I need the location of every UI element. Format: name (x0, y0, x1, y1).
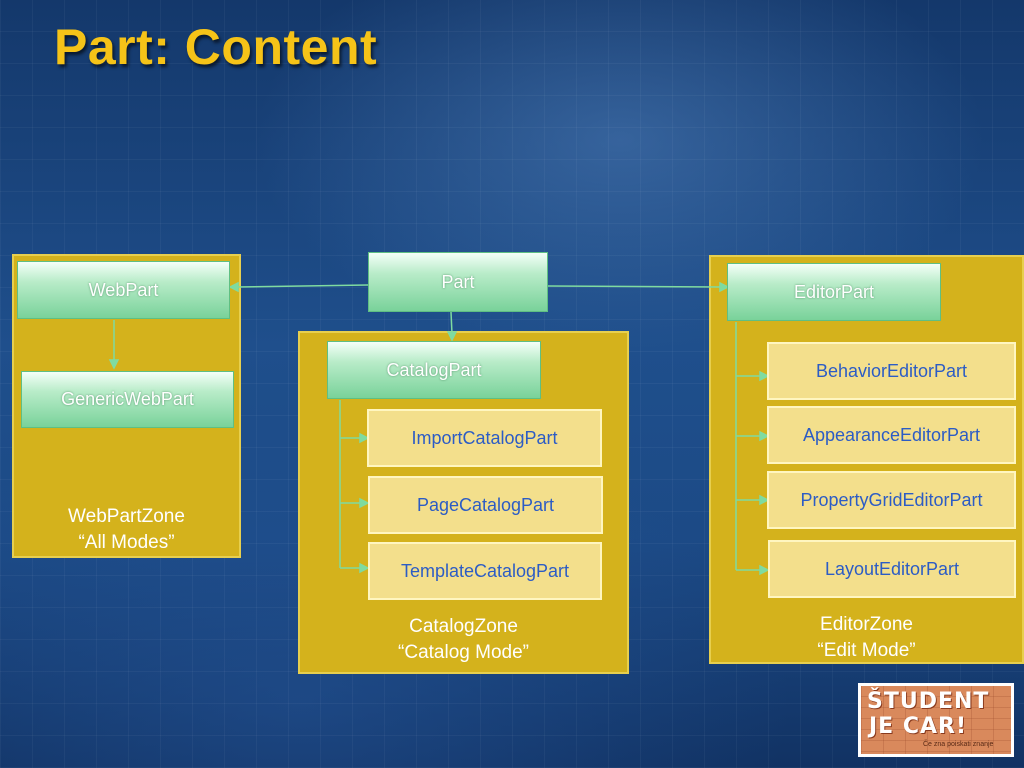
arrow-editorpart (719, 281, 730, 293)
slide-title: Part: Content (54, 19, 378, 75)
webpart-node: WebPart (17, 261, 230, 319)
arrow-layout (759, 564, 770, 576)
arrow-generic (108, 359, 120, 370)
logo-text-line1: ŠTUDENT (867, 689, 990, 714)
logo-text-line2: JE CAR! (869, 714, 968, 739)
arrow-webpart (228, 281, 239, 293)
layout-editor-part-node: LayoutEditorPart (768, 540, 1016, 598)
arrow-page (359, 497, 370, 509)
catalogzone-mode: “Catalog Mode” (398, 642, 529, 663)
arrow-propertygrid (759, 494, 770, 506)
arrow-import (359, 432, 370, 444)
connector-part-editorpart (547, 285, 723, 288)
generic-webpart-node: GenericWebPart (21, 371, 234, 428)
catalog-part-node: CatalogPart (327, 341, 541, 399)
part-node: Part (368, 252, 548, 312)
student-je-car-logo: ŠTUDENT JE CAR! Če zna poiskati znanje (858, 683, 1014, 757)
editorzone-label: EditorZone “Edit Mode” (711, 612, 1022, 664)
property-grid-editor-part-node: PropertyGridEditorPart (767, 471, 1016, 529)
behavior-editor-part-node: BehaviorEditorPart (767, 342, 1016, 400)
arrow-appearance (759, 430, 770, 442)
catalogzone-name: CatalogZone (409, 616, 518, 637)
connector-part-webpart (235, 284, 369, 288)
appearance-editor-part-node: AppearanceEditorPart (767, 406, 1016, 464)
editor-part-node: EditorPart (727, 263, 941, 321)
editorzone-name: EditorZone (820, 614, 913, 635)
webpartzone-name: WebPartZone (68, 506, 185, 527)
page-catalog-part-node: PageCatalogPart (368, 476, 603, 534)
connector-part-catalogpart (450, 311, 453, 335)
catalogzone-label: CatalogZone “Catalog Mode” (300, 614, 627, 666)
import-catalog-part-node: ImportCatalogPart (367, 409, 602, 467)
arrow-catalogpart (446, 331, 458, 342)
arrow-template (359, 562, 370, 574)
logo-text-line3: Če zna poiskati znanje (923, 741, 994, 748)
webpartzone-mode: “All Modes” (78, 532, 175, 553)
editorzone-mode: “Edit Mode” (817, 640, 916, 661)
template-catalog-part-node: TemplateCatalogPart (368, 542, 602, 600)
logo-brick-background: ŠTUDENT JE CAR! Če zna poiskati znanje (861, 686, 1011, 754)
webpartzone-label: WebPartZone “All Modes” (14, 504, 239, 556)
arrow-behavior (759, 370, 770, 382)
